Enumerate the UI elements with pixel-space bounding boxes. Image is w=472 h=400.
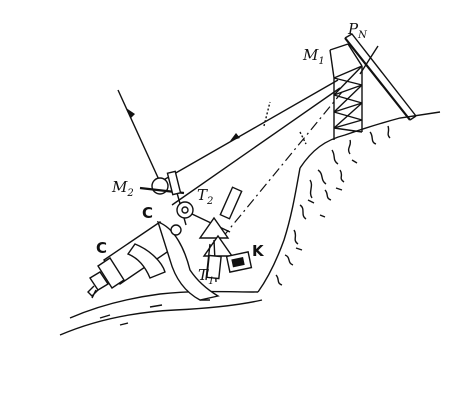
label-k: K — [252, 242, 265, 260]
label-t1: T1 — [198, 266, 214, 287]
telescope-body-c — [87, 220, 220, 301]
svg-text:M2: M2 — [111, 178, 134, 199]
mirror-m2 — [139, 170, 187, 226]
prism-assembly — [198, 216, 234, 283]
polar-mirror-bar — [344, 33, 417, 121]
hill-terrain — [257, 111, 441, 293]
label-t2: T2 — [197, 186, 213, 207]
label-pn: PN — [347, 20, 368, 41]
lattice-tower — [329, 43, 363, 140]
label-c-lower: C — [96, 239, 107, 257]
svg-text:T2: T2 — [197, 186, 213, 207]
ground-slope — [59, 290, 263, 336]
svg-text:M1: M1 — [302, 46, 325, 67]
telescope-t2 — [176, 186, 243, 233]
svg-text:PN: PN — [347, 20, 368, 41]
incoming-ray — [117, 89, 161, 183]
light-rays — [159, 79, 343, 239]
label-c-upper: C — [142, 204, 153, 222]
svg-text:T1: T1 — [198, 266, 214, 287]
camera-k — [225, 251, 253, 273]
svg-text:K: K — [252, 242, 265, 260]
label-m2: M2 — [111, 178, 134, 199]
svg-text:C: C — [142, 204, 153, 222]
svg-text:C: C — [96, 239, 107, 257]
label-m1: M1 — [302, 46, 325, 67]
